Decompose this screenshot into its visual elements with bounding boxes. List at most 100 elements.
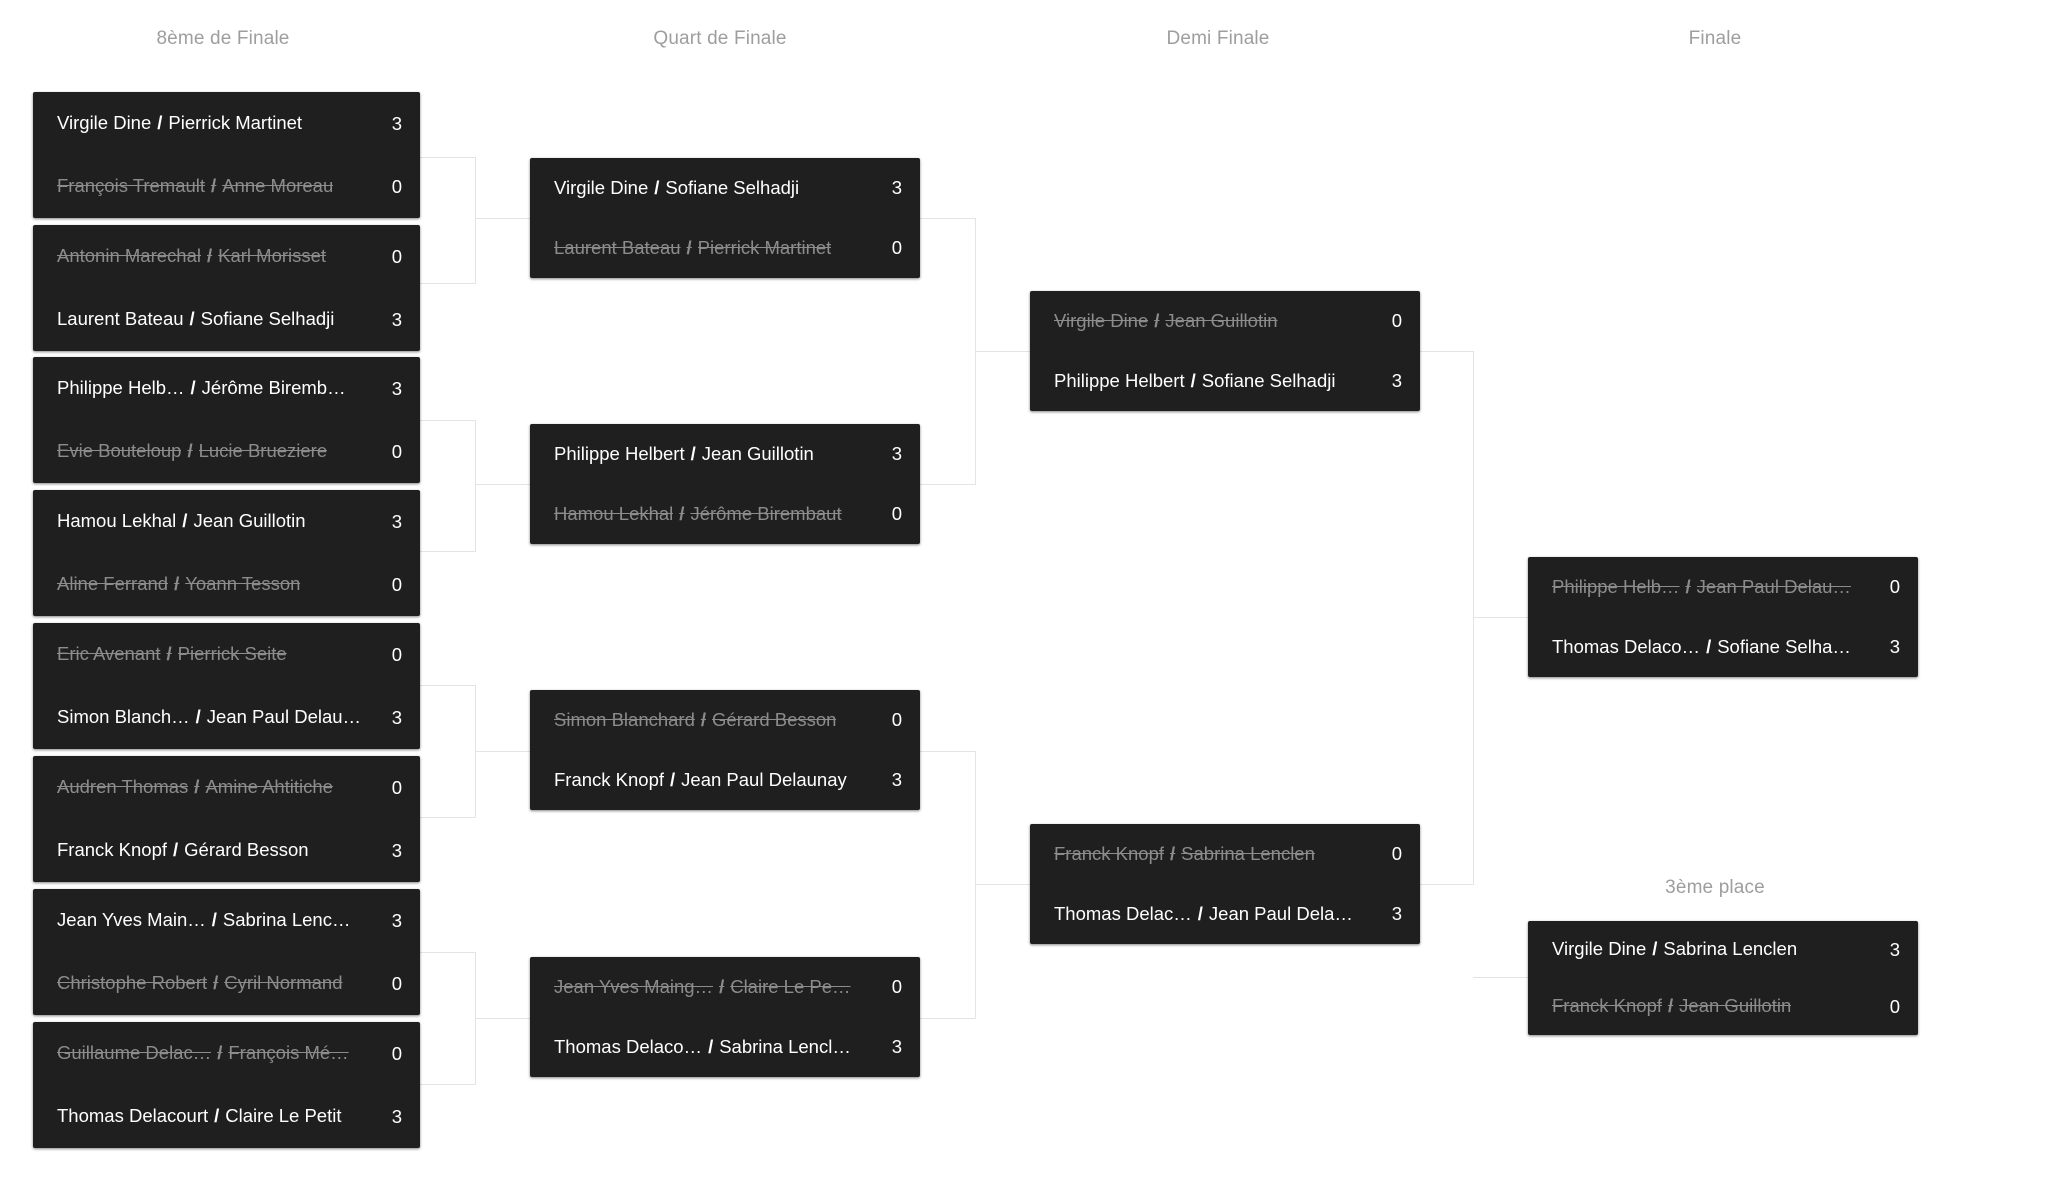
- connector: [975, 351, 1030, 352]
- separator: /: [173, 839, 179, 861]
- match-card[interactable]: Hamou Lekhal / Jean Guillotin 3 Aline Fe…: [33, 490, 420, 616]
- team-row[interactable]: Antonin Marechal / Karl Morisset 0: [33, 225, 420, 288]
- player-name: Cyril Normand: [224, 972, 343, 994]
- team-row[interactable]: Thomas Delaco… / Sofiane Selha… 3: [1528, 617, 1918, 677]
- match-card[interactable]: Jean Yves Main… / Sabrina Lenc… 3 Christ…: [33, 889, 420, 1015]
- connector: [420, 685, 475, 686]
- connector: [1418, 884, 1473, 885]
- team-row[interactable]: Eric Avenant / Pierrick Seite 0: [33, 623, 420, 686]
- score: 0: [391, 245, 402, 267]
- player-name: Jean Paul Delau…: [206, 706, 362, 728]
- player-name: Virgile Dine: [554, 176, 649, 198]
- team-row[interactable]: Thomas Delac… / Jean Paul Dela… 3: [1030, 884, 1420, 944]
- player-name: Philippe Helb…: [57, 377, 185, 399]
- separator: /: [654, 176, 660, 198]
- score: 0: [1391, 310, 1402, 331]
- separator: /: [213, 972, 219, 994]
- connector: [1473, 351, 1474, 885]
- match-card[interactable]: Virgile Dine / Sofiane Selhadji 3 Lauren…: [530, 158, 920, 278]
- team-names: Thomas Delaco… / Sofiane Selha…: [1552, 636, 1876, 658]
- team-row[interactable]: Christophe Robert / Cyril Normand 0: [33, 952, 420, 1015]
- player-name: Aline Ferrand: [57, 573, 169, 595]
- team-row[interactable]: Guillaume Delac… / François Mé… 0: [33, 1022, 420, 1085]
- team-row[interactable]: Jean Yves Maing… / Claire Le Pe… 0: [530, 957, 920, 1017]
- team-row[interactable]: Philippe Helb… / Jean Paul Delau… 0: [1528, 557, 1918, 617]
- team-row[interactable]: Virgile Dine / Pierrick Martinet 3: [33, 92, 420, 155]
- team-row[interactable]: Evie Bouteloup / Lucie Brueziere 0: [33, 420, 420, 483]
- team-row[interactable]: Jean Yves Main… / Sabrina Lenc… 3: [33, 889, 420, 952]
- team-row[interactable]: Hamou Lekhal / Jérôme Birembaut 0: [530, 484, 920, 544]
- team-row[interactable]: Franck Knopf / Sabrina Lenclen 0: [1030, 824, 1420, 884]
- match-card[interactable]: Antonin Marechal / Karl Morisset 0 Laure…: [33, 225, 420, 351]
- player-name: Jérôme Biremb…: [201, 377, 346, 399]
- separator: /: [217, 1042, 223, 1064]
- player-name: Amine Ahtitiche: [205, 776, 333, 798]
- score: 0: [1391, 843, 1402, 864]
- round-title-round-of-16: 8ème de Finale: [156, 28, 290, 49]
- connector: [475, 484, 530, 485]
- team-row[interactable]: Simon Blanchard / Gérard Besson 0: [530, 690, 920, 750]
- team-row[interactable]: Franck Knopf / Jean Paul Delaunay 3: [530, 750, 920, 810]
- match-card[interactable]: Philippe Helb… / Jean Paul Delau… 0 Thom…: [1528, 557, 1918, 677]
- team-row[interactable]: Audren Thomas / Amine Ahtitiche 0: [33, 756, 420, 819]
- player-name: Simon Blanch…: [57, 706, 190, 728]
- team-names: Simon Blanch… / Jean Paul Delau…: [57, 706, 378, 728]
- team-row[interactable]: Philippe Helbert / Jean Guillotin 3: [530, 424, 920, 484]
- team-row[interactable]: Laurent Bateau / Pierrick Martinet 0: [530, 218, 920, 278]
- player-name: Thomas Delacourt: [57, 1105, 209, 1127]
- team-row[interactable]: Virgile Dine / Jean Guillotin 0: [1030, 291, 1420, 351]
- score: 0: [891, 503, 902, 524]
- match-card[interactable]: Virgile Dine / Sabrina Lenclen 3 Franck …: [1528, 921, 1918, 1035]
- connector: [475, 1018, 530, 1019]
- match-card[interactable]: Jean Yves Maing… / Claire Le Pe… 0 Thoma…: [530, 957, 920, 1077]
- team-row[interactable]: François Tremault / Anne Moreau 0: [33, 155, 420, 218]
- match-card[interactable]: Philippe Helb… / Jérôme Biremb… 3 Evie B…: [33, 357, 420, 483]
- player-name: Jérôme Birembaut: [690, 502, 842, 524]
- team-row[interactable]: Franck Knopf / Gérard Besson 3: [33, 819, 420, 882]
- team-row[interactable]: Hamou Lekhal / Jean Guillotin 3: [33, 490, 420, 553]
- team-names: Jean Yves Maing… / Claire Le Pe…: [554, 976, 878, 998]
- match-card[interactable]: Virgile Dine / Pierrick Martinet 3 Franç…: [33, 92, 420, 218]
- separator: /: [1154, 309, 1160, 331]
- score: 0: [391, 643, 402, 665]
- separator: /: [214, 1105, 220, 1127]
- match-card[interactable]: Guillaume Delac… / François Mé… 0 Thomas…: [33, 1022, 420, 1148]
- match-card[interactable]: Virgile Dine / Jean Guillotin 0 Philippe…: [1030, 291, 1420, 411]
- round-title-third-place: 3ème place: [1665, 877, 1765, 898]
- team-names: Laurent Bateau / Sofiane Selhadji: [57, 308, 378, 330]
- player-name: Franck Knopf: [57, 839, 168, 861]
- team-row[interactable]: Virgile Dine / Sofiane Selhadji 3: [530, 158, 920, 218]
- score: 0: [1889, 995, 1900, 1017]
- round-title-final: Finale: [1688, 28, 1742, 49]
- player-name: Jean Guillotin: [701, 442, 814, 464]
- player-name: Anne Moreau: [222, 175, 334, 197]
- score: 0: [391, 175, 402, 197]
- team-row[interactable]: Franck Knopf / Jean Guillotin 0: [1528, 978, 1918, 1035]
- connector: [975, 751, 976, 1019]
- team-names: Franck Knopf / Gérard Besson: [57, 839, 378, 861]
- match-card[interactable]: Eric Avenant / Pierrick Seite 0 Simon Bl…: [33, 623, 420, 749]
- team-names: Hamou Lekhal / Jérôme Birembaut: [554, 503, 878, 525]
- player-name: Christophe Robert: [57, 972, 208, 994]
- player-name: Antonin Marechal: [57, 245, 201, 267]
- team-row[interactable]: Laurent Bateau / Sofiane Selhadji 3: [33, 288, 420, 351]
- team-names: Philippe Helbert / Sofiane Selhadji: [1054, 370, 1378, 392]
- separator: /: [194, 776, 200, 798]
- team-row[interactable]: Simon Blanch… / Jean Paul Delau… 3: [33, 686, 420, 749]
- team-row[interactable]: Thomas Delacourt / Claire Le Petit 3: [33, 1085, 420, 1148]
- match-card[interactable]: Simon Blanchard / Gérard Besson 0 Franck…: [530, 690, 920, 810]
- team-row[interactable]: Virgile Dine / Sabrina Lenclen 3: [1528, 921, 1918, 978]
- team-row[interactable]: Philippe Helbert / Sofiane Selhadji 3: [1030, 351, 1420, 411]
- player-name: Gérard Besson: [712, 708, 837, 730]
- player-name: Jean Guillotin: [1165, 309, 1278, 331]
- team-row[interactable]: Thomas Delaco… / Sabrina Lencl… 3: [530, 1017, 920, 1077]
- team-row[interactable]: Aline Ferrand / Yoann Tesson 0: [33, 553, 420, 616]
- match-card[interactable]: Franck Knopf / Sabrina Lenclen 0 Thomas …: [1030, 824, 1420, 944]
- team-row[interactable]: Philippe Helb… / Jérôme Biremb… 3: [33, 357, 420, 420]
- separator: /: [211, 909, 217, 931]
- team-names: Thomas Delacourt / Claire Le Petit: [57, 1105, 378, 1127]
- player-name: Jean Paul Delaunay: [681, 768, 847, 790]
- match-card[interactable]: Audren Thomas / Amine Ahtitiche 0 Franck…: [33, 756, 420, 882]
- match-card[interactable]: Philippe Helbert / Jean Guillotin 3 Hamo…: [530, 424, 920, 544]
- separator: /: [182, 510, 188, 532]
